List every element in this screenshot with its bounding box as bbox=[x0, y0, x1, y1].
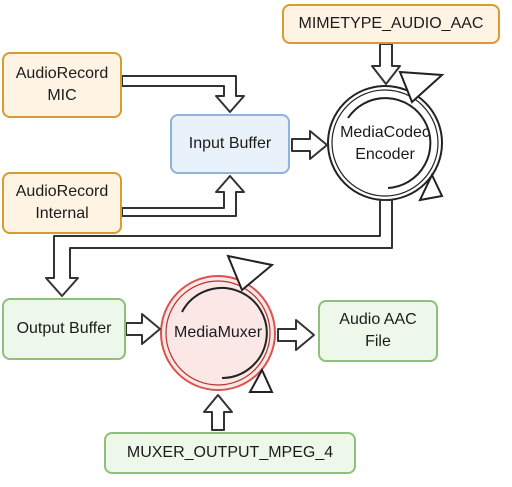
output-buffer-label: Output Buffer bbox=[16, 320, 112, 337]
muxer-output-label: MUXER_OUTPUT_MPEG_4 bbox=[126, 444, 334, 461]
audiorecord-internal-label: AudioRecord Internal bbox=[15, 183, 109, 222]
muxer-output-box: MUXER_OUTPUT_MPEG_4 bbox=[104, 432, 356, 474]
audio-aac-file-box: Audio AAC File bbox=[318, 300, 438, 362]
mediacodec-encoder-label: MediaCodec Encoder bbox=[340, 124, 430, 163]
arrow-mimetype-to-encoder bbox=[371, 43, 401, 85]
mimetype-box: MIMETYPE_AUDIO_AAC bbox=[282, 4, 500, 44]
arrow-mic-to-input bbox=[121, 75, 245, 113]
mediamuxer-label: MediaMuxer bbox=[173, 324, 263, 341]
arrow-encoder-to-output bbox=[45, 199, 393, 297]
output-buffer-box: Output Buffer bbox=[2, 298, 126, 360]
audiorecord-internal-box: AudioRecord Internal bbox=[2, 172, 122, 234]
arrow-internal-to-input bbox=[121, 175, 245, 217]
encoder-circle bbox=[327, 70, 445, 202]
muxer-circle bbox=[160, 254, 276, 393]
audio-aac-file-label: Audio AAC File bbox=[339, 311, 417, 350]
arrow-muxer-to-file bbox=[277, 319, 315, 351]
encoder-cycle-arrowhead bbox=[398, 70, 445, 104]
mimetype-label: MIMETYPE_AUDIO_AAC bbox=[298, 15, 484, 32]
audiorecord-mic-label: AudioRecord MIC bbox=[15, 65, 109, 104]
arrow-input-to-encoder bbox=[291, 130, 328, 160]
input-buffer-label: Input Buffer bbox=[188, 135, 272, 152]
arrow-muxer-output-to-muxer bbox=[203, 394, 233, 431]
arrow-output-to-muxer bbox=[125, 313, 161, 345]
audiorecord-mic-box: AudioRecord MIC bbox=[2, 52, 122, 118]
muxer-cycle-arrowhead bbox=[226, 254, 275, 292]
input-buffer-box: Input Buffer bbox=[170, 114, 290, 174]
